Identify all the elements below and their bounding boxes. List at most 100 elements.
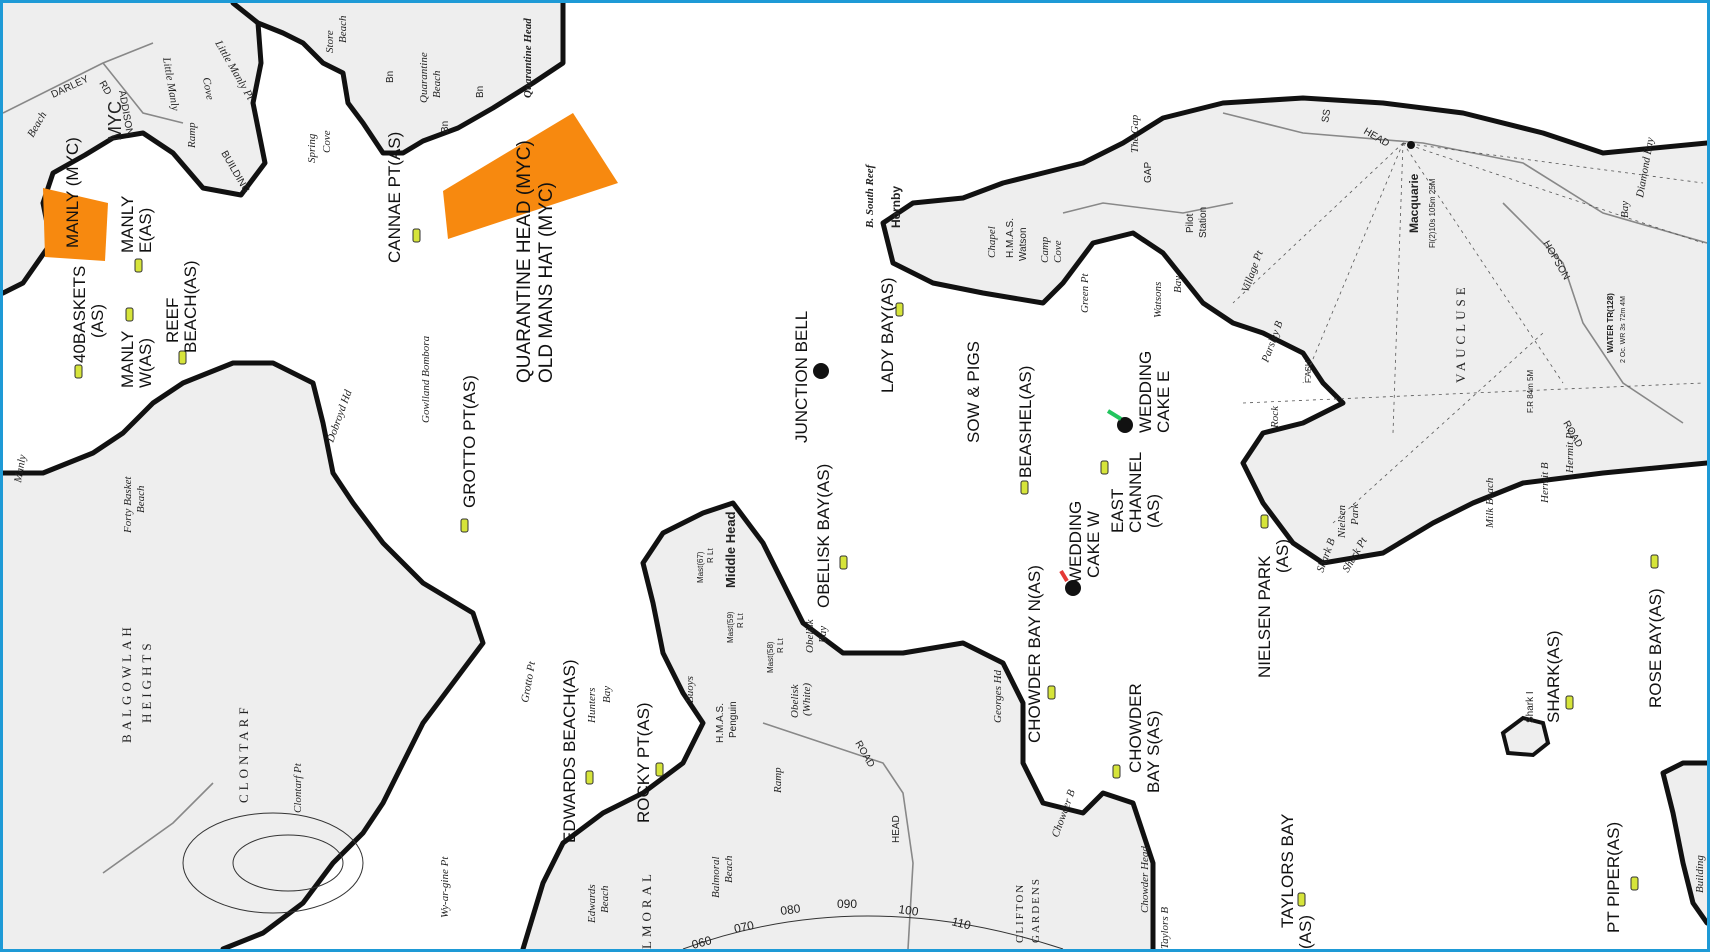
label-lady-bay: LADY BAY(AS) [878,277,897,393]
mark-labels: MANLY (MYC) QUARANTINE HEAD (MYC) OLD MA… [63,132,1665,949]
place-middle-head: Middle Head [723,511,738,588]
place-green-pt: Green Pt [1079,272,1091,313]
coast-north-head [230,3,566,156]
place-chowder-head: Chowder Head [1139,846,1151,913]
label-edwards: EDWARDS BEACH(AS) [560,659,579,843]
place-gardens: GARDENS [1030,877,1042,943]
place-myc: MYC [105,101,125,141]
label-forty-baskets2: (AS) [88,304,107,338]
label-rocky: ROCKY PT(AS) [634,702,653,823]
place-gap-road: GAP [1143,162,1154,183]
place-shark-i: Shark I [1525,691,1536,723]
compass-tick-080: 080 [779,901,801,918]
place-store2: Beach [337,15,349,43]
label-rose-bay: ROSE BAY(AS) [1646,588,1665,708]
place-hmas-watson2: Watson [1018,227,1029,261]
place-bn-1: Bn [385,71,396,83]
place-quarantine-beach2: Beach [431,70,443,98]
place-obelisk-bay2: Bay [817,626,829,643]
place-camp-cove2: Cove [1052,240,1064,263]
place-vaucluse: VAUCLUSE [1453,283,1468,383]
compass-tick-100: 100 [898,902,920,919]
place-balmoral-beach: Balmoral [710,856,722,898]
place-ramp-balmoral: Ramp [772,767,784,794]
place-hmas-penguin: H.M.A.S. [715,703,726,743]
label-wedding-w: WEDDING [1066,501,1085,583]
place-gowlland: Gowlland Bombora [420,335,432,423]
label-sow-pigs: SOW & PIGS [964,341,983,443]
label-pt-piper: PT PIPER(AS) [1604,822,1623,933]
land-middle-head [523,503,1153,949]
place-mast-2: Mast(59) [726,611,735,643]
wedding-cake-e-buoy [1117,417,1133,433]
place-water-tr: WATER TR(128) [1606,293,1615,353]
place-hermit-pt: Hermit Pt [1564,428,1576,474]
label-wedding-e2: CAKE E [1154,371,1173,433]
label-old-mans-hat: OLD MANS HAT (MYC) [536,182,557,383]
place-ss: SS [1320,108,1333,123]
place-hunters: Hunters [586,688,598,724]
label-wedding-e: WEDDING [1136,351,1155,433]
label-chowder-n: CHOWDER BAY N(AS) [1025,565,1044,743]
place-manly-edge: Manly [12,454,29,485]
myc-zone-manly [43,188,108,261]
place-clifton: CLIFTON [1014,883,1026,943]
label-nielsen: NIELSEN PARK [1255,555,1274,678]
place-water-tr2: 2 Oc. WR 3s 72m 4M [1620,296,1627,363]
place-edwards2: Beach [599,885,611,913]
land-north-head [233,3,563,153]
compass-ticks: 060 070 080 090 100 110 [690,897,972,949]
place-macquarie: Macquarie [1407,173,1421,233]
place-obelisk-white: Obelisk [789,683,801,718]
road-balgowlah [102,782,214,874]
label-chowder-s: CHOWDER [1126,683,1145,773]
clontarf-contour [182,812,364,914]
harbour-chart: MANLY (MYC) QUARANTINE HEAD (MYC) OLD MA… [3,3,1707,949]
compass-tick-060: 060 [690,933,713,949]
place-clontarf-pt: Clontarf Pt [292,762,304,813]
label-beashel: BEASHEL(AS) [1016,366,1035,478]
place-mast-3b: R Lt [776,638,785,653]
compass-tick-070: 070 [733,918,756,936]
place-bn-3: Bn [440,121,451,133]
bearing-lines [1232,142,1704,524]
place-quarantine-head: Quarantine Head [522,18,534,98]
coast-middle-head [520,500,1156,949]
place-balmoral: LMORAL [639,870,654,949]
label-obelisk: OBELISK BAY(AS) [814,464,833,608]
place-buoys: Buoys [684,676,696,703]
road-middle-head [762,722,914,949]
place-macquarie-light: Fl(2)10s 105m 25M [1428,178,1437,248]
label-wedding-w2: CAKE W [1084,511,1103,578]
place-south-reef: B. South Reef [864,163,876,229]
shark-island [1500,715,1551,758]
macquarie-light [1407,141,1415,149]
coast-south-head [880,95,1707,566]
myc-zone-quarantine [443,113,618,239]
land-balgowlah [3,363,483,949]
label-manly-e: MANLY [118,196,137,253]
place-pilot: Pilot [1185,213,1196,233]
place-mast-3: Mast(58) [766,641,775,673]
compass-tick-090: 090 [837,897,857,911]
label-taylors2: (AS) [1296,915,1315,949]
road-vaucluse [1502,202,1684,424]
place-forty-basket2: Beach [135,485,147,513]
label-manly-w2: W(AS) [136,338,155,388]
place-balgowlah: BALGOWLAH [119,623,134,743]
coast-point-piper [1660,760,1707,926]
place-mast-2b: R Lt [736,613,745,628]
label-taylors: TAYLORS BAY [1278,814,1297,928]
label-reef: REEF [163,298,182,343]
place-cove: Cove [200,76,216,100]
place-dobroyd: Dobroyd Hd [324,388,355,445]
place-hermit-b: Hermit B [1539,462,1551,504]
wedding-cake-e-light [1106,409,1123,421]
place-head-road: HEAD [891,815,902,843]
wedding-cake-w-buoy [1065,580,1081,596]
place-bay-edge: Bay [1619,201,1631,218]
label-myc-manly: MANLY (MYC) [63,137,82,248]
place-pilot2: Station [1198,207,1209,238]
place-spring-cove: Spring [306,133,318,163]
